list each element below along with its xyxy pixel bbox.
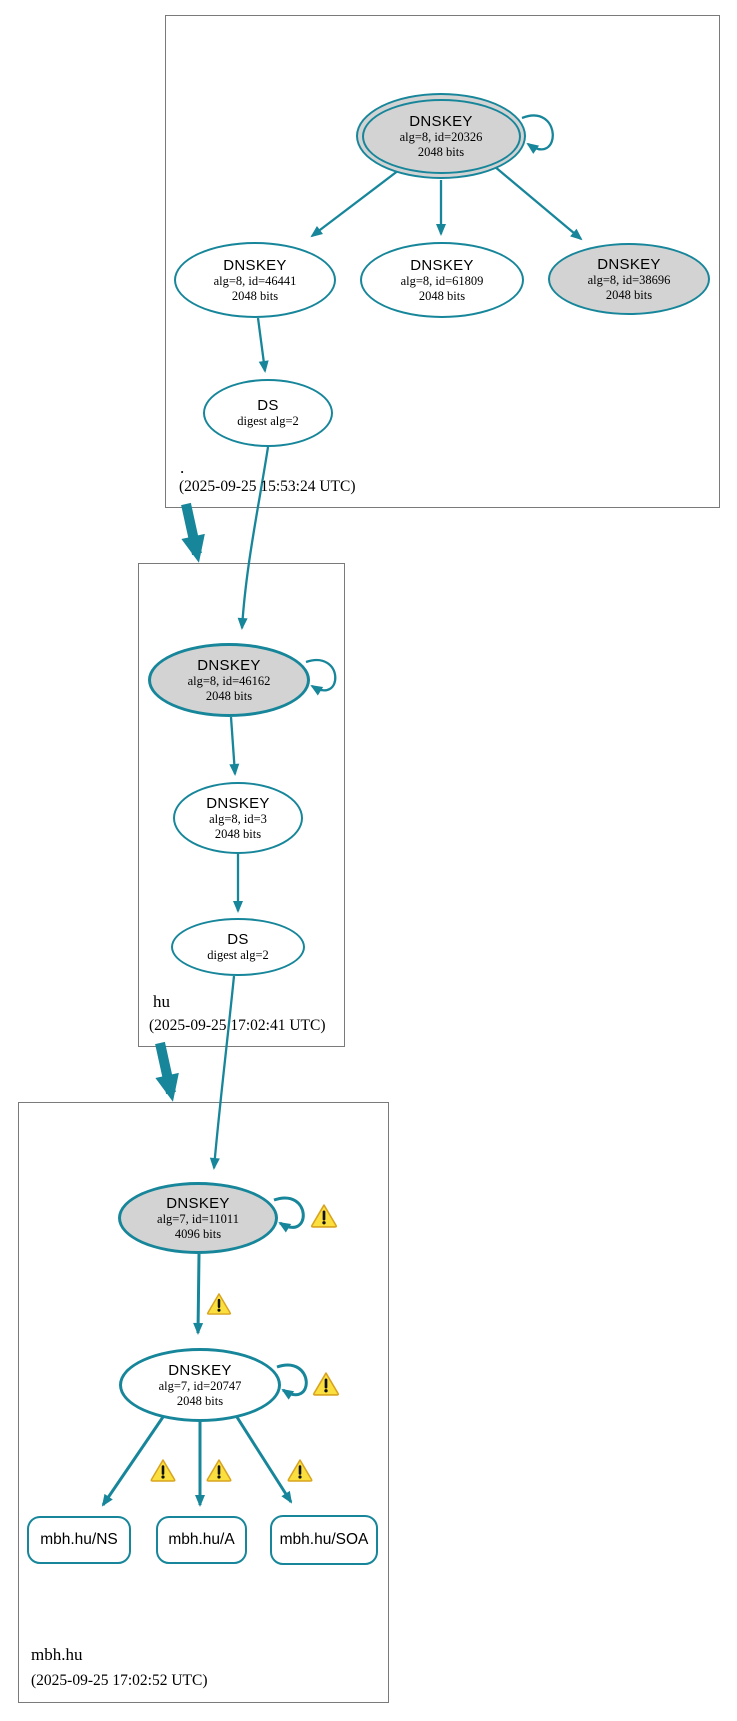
- node-title: DNSKEY: [223, 257, 287, 274]
- zone-label-hu: hu: [153, 992, 170, 1011]
- zone-box-root: [165, 15, 720, 508]
- node-dnskey-61809[interactable]: DNSKEY alg=8, id=61809 2048 bits: [360, 242, 524, 318]
- node-title: DNSKEY: [409, 113, 473, 130]
- node-dnskey-20747[interactable]: DNSKEY alg=7, id=20747 2048 bits: [119, 1348, 281, 1422]
- node-detail: 2048 bits: [231, 288, 279, 303]
- zone-label-root: .: [180, 458, 185, 477]
- node-detail: alg=8, id=38696: [587, 273, 671, 288]
- edge-selfloop-46162: [305, 658, 337, 696]
- zone-timestamp-hu: (2025-09-25 17:02:41 UTC): [149, 1017, 326, 1034]
- warning-icon-11011-20747[interactable]: [206, 1292, 232, 1320]
- edge-20747-soa: [233, 1413, 293, 1504]
- edge-20326-38696: [493, 165, 583, 241]
- node-title: DNSKEY: [197, 657, 261, 674]
- zone-label-mbh-hu: mbh.hu: [31, 1645, 83, 1664]
- warning-icon-edge-soa[interactable]: [287, 1458, 313, 1487]
- node-rrset-mbh-hu-soa[interactable]: mbh.hu/SOA: [270, 1515, 378, 1565]
- edge-46441-ds: [256, 317, 269, 373]
- node-title: DNSKEY: [206, 795, 270, 812]
- zone-timestamp-root: (2025-09-25 15:53:24 UTC): [179, 478, 356, 495]
- node-detail: 2048 bits: [417, 144, 465, 159]
- node-detail: digest alg=2: [237, 414, 299, 429]
- edge-20326-46441: [310, 169, 400, 238]
- delegation-arrow-hu-to-mbh-hu: [155, 1041, 179, 1102]
- node-dnskey-46441[interactable]: DNSKEY alg=8, id=46441 2048 bits: [174, 242, 336, 318]
- warning-icon-edge-a[interactable]: [206, 1458, 232, 1487]
- zone-box-mbh-hu: [18, 1102, 389, 1703]
- node-dnskey-46162[interactable]: DNSKEY alg=8, id=46162 2048 bits: [148, 643, 310, 717]
- edge-selfloop-11011: [273, 1196, 305, 1233]
- node-dnskey-11011[interactable]: DNSKEY alg=7, id=11011 4096 bits: [118, 1182, 278, 1254]
- node-title: DNSKEY: [410, 257, 474, 274]
- node-title: DNSKEY: [166, 1195, 230, 1212]
- node-detail: alg=8, id=3: [209, 812, 267, 827]
- node-title: mbh.hu/NS: [40, 1531, 118, 1549]
- node-title: mbh.hu/A: [168, 1531, 235, 1549]
- edge-selfloop-20747: [276, 1363, 308, 1400]
- warning-icon-11011-selfloop[interactable]: [310, 1203, 338, 1233]
- delegation-arrow-root-to-hu: [181, 502, 205, 563]
- node-detail: 4096 bits: [174, 1226, 222, 1241]
- node-dnskey-20326[interactable]: DNSKEY alg=8, id=20326 2048 bits: [356, 93, 526, 179]
- edge-11011-20747: [193, 1253, 204, 1335]
- node-title: mbh.hu/SOA: [279, 1531, 369, 1549]
- node-detail: digest alg=2: [207, 948, 269, 963]
- node-detail: 2048 bits: [605, 287, 653, 302]
- node-detail: 2048 bits: [205, 688, 253, 703]
- edge-20747-ns: [101, 1416, 165, 1507]
- node-detail: alg=7, id=20747: [158, 1379, 242, 1394]
- warning-icon-20747-selfloop[interactable]: [312, 1371, 340, 1401]
- node-detail: alg=8, id=20326: [399, 130, 483, 145]
- node-ds-root[interactable]: DS digest alg=2: [203, 379, 333, 447]
- node-dnskey-38696[interactable]: DNSKEY alg=8, id=38696 2048 bits: [548, 243, 710, 315]
- node-title: DNSKEY: [168, 1362, 232, 1379]
- node-detail: 2048 bits: [418, 288, 466, 303]
- edge-ds-hu-to-11011: [209, 975, 236, 1170]
- node-detail: alg=8, id=61809: [400, 274, 484, 289]
- node-detail: alg=7, id=11011: [157, 1212, 239, 1227]
- node-rrset-mbh-hu-a[interactable]: mbh.hu/A: [156, 1516, 247, 1564]
- warning-icon-edge-ns[interactable]: [150, 1458, 176, 1487]
- node-title: DS: [227, 931, 249, 949]
- edge-ds-root-to-46162: [237, 446, 270, 630]
- node-detail: alg=8, id=46441: [213, 274, 297, 289]
- node-title: DNSKEY: [597, 256, 661, 273]
- node-detail: 2048 bits: [176, 1393, 224, 1408]
- edge-46162-3: [229, 716, 240, 776]
- zone-box-hu: [138, 563, 345, 1047]
- node-title: DS: [257, 397, 279, 415]
- node-detail: 2048 bits: [214, 826, 262, 841]
- node-ds-hu[interactable]: DS digest alg=2: [171, 918, 305, 976]
- node-rrset-mbh-hu-ns[interactable]: mbh.hu/NS: [27, 1516, 131, 1564]
- edge-selfloop-20326: [521, 114, 554, 154]
- node-dnskey-3[interactable]: DNSKEY alg=8, id=3 2048 bits: [173, 782, 303, 854]
- zone-timestamp-mbh-hu: (2025-09-25 17:02:52 UTC): [31, 1672, 208, 1689]
- node-detail: alg=8, id=46162: [187, 674, 271, 689]
